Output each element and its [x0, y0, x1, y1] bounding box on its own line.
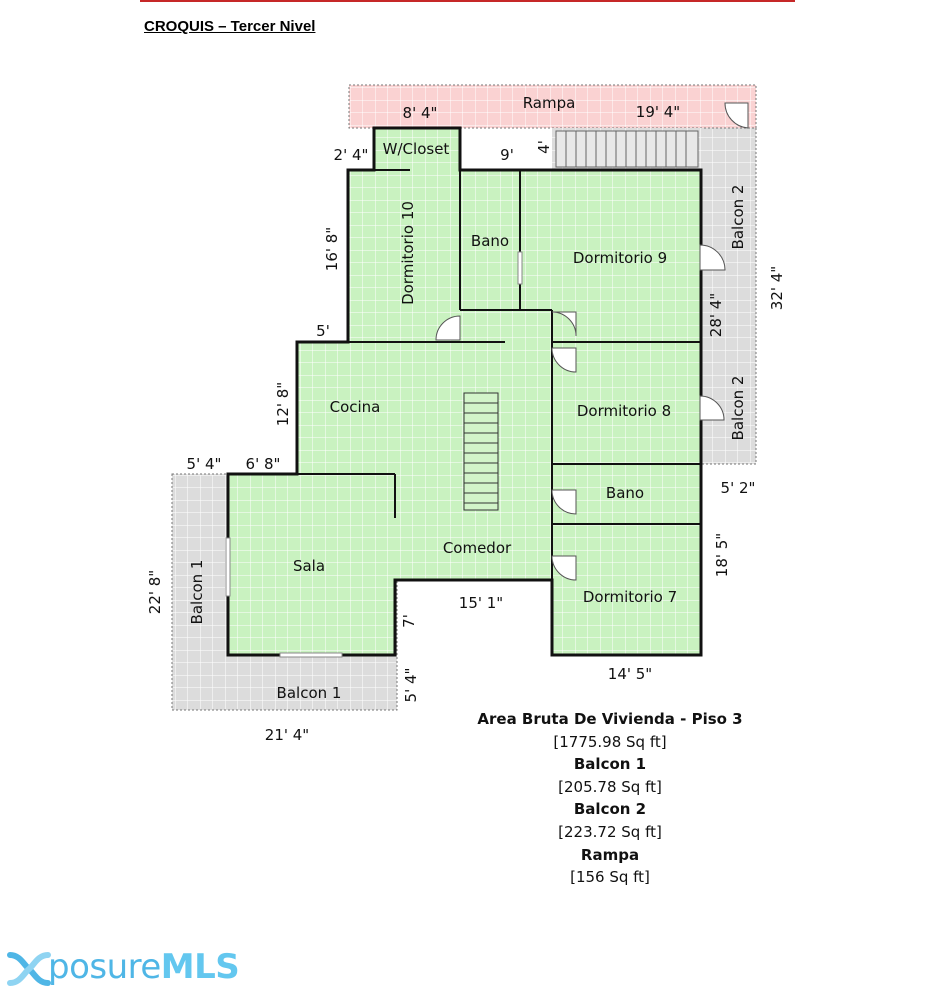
room-label-comedor: Comedor — [443, 539, 512, 557]
dim-rampa-right: 19' 4" — [636, 103, 680, 121]
dim-nine-ft: 9' — [500, 146, 514, 164]
summary-balcon2-label: Balcon 2 — [573, 800, 647, 819]
room-label-rampa: Rampa — [523, 94, 576, 112]
room-label-cocina: Cocina — [330, 398, 381, 416]
dim-w-closet-side: 2' 4" — [334, 146, 369, 164]
summary-rampa-area: [156 Sq ft] — [570, 868, 650, 887]
summary-area: [1775.98 Sq ft] — [553, 732, 667, 751]
area-summary: Area Bruta De Vivienda - Piso 3 [1775.98… — [440, 708, 780, 889]
room-label-bano-upper: Bano — [471, 232, 509, 250]
xposure-logo-icon — [7, 951, 51, 986]
stairs-icon — [463, 392, 499, 511]
summary-rampa-label: Rampa — [580, 845, 640, 864]
dim-balcon1-top: 5' 4" — [187, 455, 222, 473]
dim-rampa-left: 8' 4" — [403, 104, 438, 122]
summary-balcon1-label: Balcon 1 — [573, 755, 647, 774]
dim-dorm7-width: 14' 5" — [608, 665, 652, 683]
room-label-sala: Sala — [293, 557, 325, 575]
dim-dorm9-8-height: 28' 4" — [707, 293, 725, 337]
dim-balcon1-width: 21' 4" — [265, 726, 309, 744]
room-label-bano-lower: Bano — [606, 484, 644, 502]
dim-sala-top: 6' 8" — [246, 455, 281, 473]
logo-suffix: MLS — [160, 947, 240, 987]
interior-area — [228, 128, 701, 655]
room-label-balcon-1-side: Balcon 1 — [188, 560, 206, 625]
room-label-dormitorio-9: Dormitorio 9 — [573, 249, 667, 267]
summary-balcon1-area: [205.78 Sq ft] — [558, 777, 662, 796]
room-label-balcon-2-upper: Balcon 2 — [729, 185, 747, 250]
dim-four-ft: 4' — [535, 140, 553, 154]
page-title: CROQUIS – Tercer Nivel — [144, 18, 316, 35]
room-label-w-closet: W/Closet — [383, 140, 450, 158]
dim-cocina-height: 12' 8" — [274, 382, 292, 426]
room-label-dormitorio-8: Dormitorio 8 — [577, 402, 671, 420]
dim-balcon2-height: 32' 4" — [768, 266, 786, 310]
summary-balcon2-area: [223.72 Sq ft] — [558, 822, 662, 841]
dim-five-ft: 5' — [316, 322, 330, 340]
logo-prefix: posure — [48, 947, 161, 987]
dim-bano-right: 5' 2" — [721, 479, 756, 497]
room-label-dormitorio-7: Dormitorio 7 — [583, 588, 677, 606]
dim-balcon1-bottom-right: 5' 4" — [402, 668, 420, 703]
summary-title: Area Bruta De Vivienda - Piso 3 — [477, 710, 743, 728]
window-marks — [225, 251, 523, 658]
door-swing-icon — [435, 102, 749, 581]
dim-balcon1-height: 22' 8" — [146, 570, 164, 614]
exterior-stairs-icon — [555, 130, 699, 168]
dim-comedor-bottom: 15' 1" — [459, 594, 503, 612]
room-label-dormitorio-10: Dormitorio 10 — [399, 201, 417, 305]
dim-dorm10-height: 16' 8" — [323, 227, 341, 271]
dim-dorm7-height: 18' 5" — [713, 533, 731, 577]
interior-walls — [228, 169, 701, 580]
room-label-balcon-2-lower: Balcon 2 — [729, 376, 747, 441]
header-rule — [140, 0, 795, 2]
xposure-logo: posureMLS — [6, 942, 240, 992]
dim-seven-ft: 7' — [400, 614, 418, 628]
room-label-balcon-1-bottom: Balcon 1 — [277, 684, 342, 702]
